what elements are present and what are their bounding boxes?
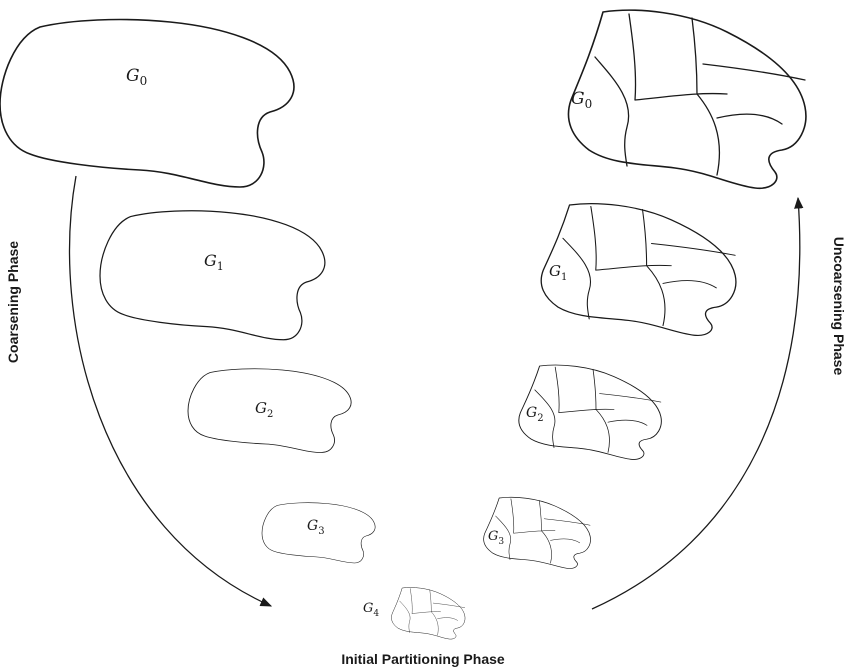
graph-outline <box>568 10 805 188</box>
graph-g4-partitioned <box>391 587 465 639</box>
label-g4: G4 <box>363 601 379 619</box>
coarsening-phase-label: Coarsening Phase <box>5 241 21 363</box>
graph-g0-refined <box>568 10 805 188</box>
graph-g0-coarse <box>0 20 294 187</box>
graph-outline <box>391 587 465 639</box>
graph-outline <box>100 211 325 340</box>
graph-outline <box>541 204 736 336</box>
uncoarsening-phase-label: Uncoarsening Phase <box>831 237 846 376</box>
graph-g1-coarse <box>100 211 325 340</box>
graph-outline <box>0 20 294 187</box>
graph-g3-refined <box>484 497 591 568</box>
graph-g1-refined <box>541 204 736 336</box>
initial-partitioning-phase-label: Initial Partitioning Phase <box>341 651 505 667</box>
graph-outline <box>484 497 591 568</box>
